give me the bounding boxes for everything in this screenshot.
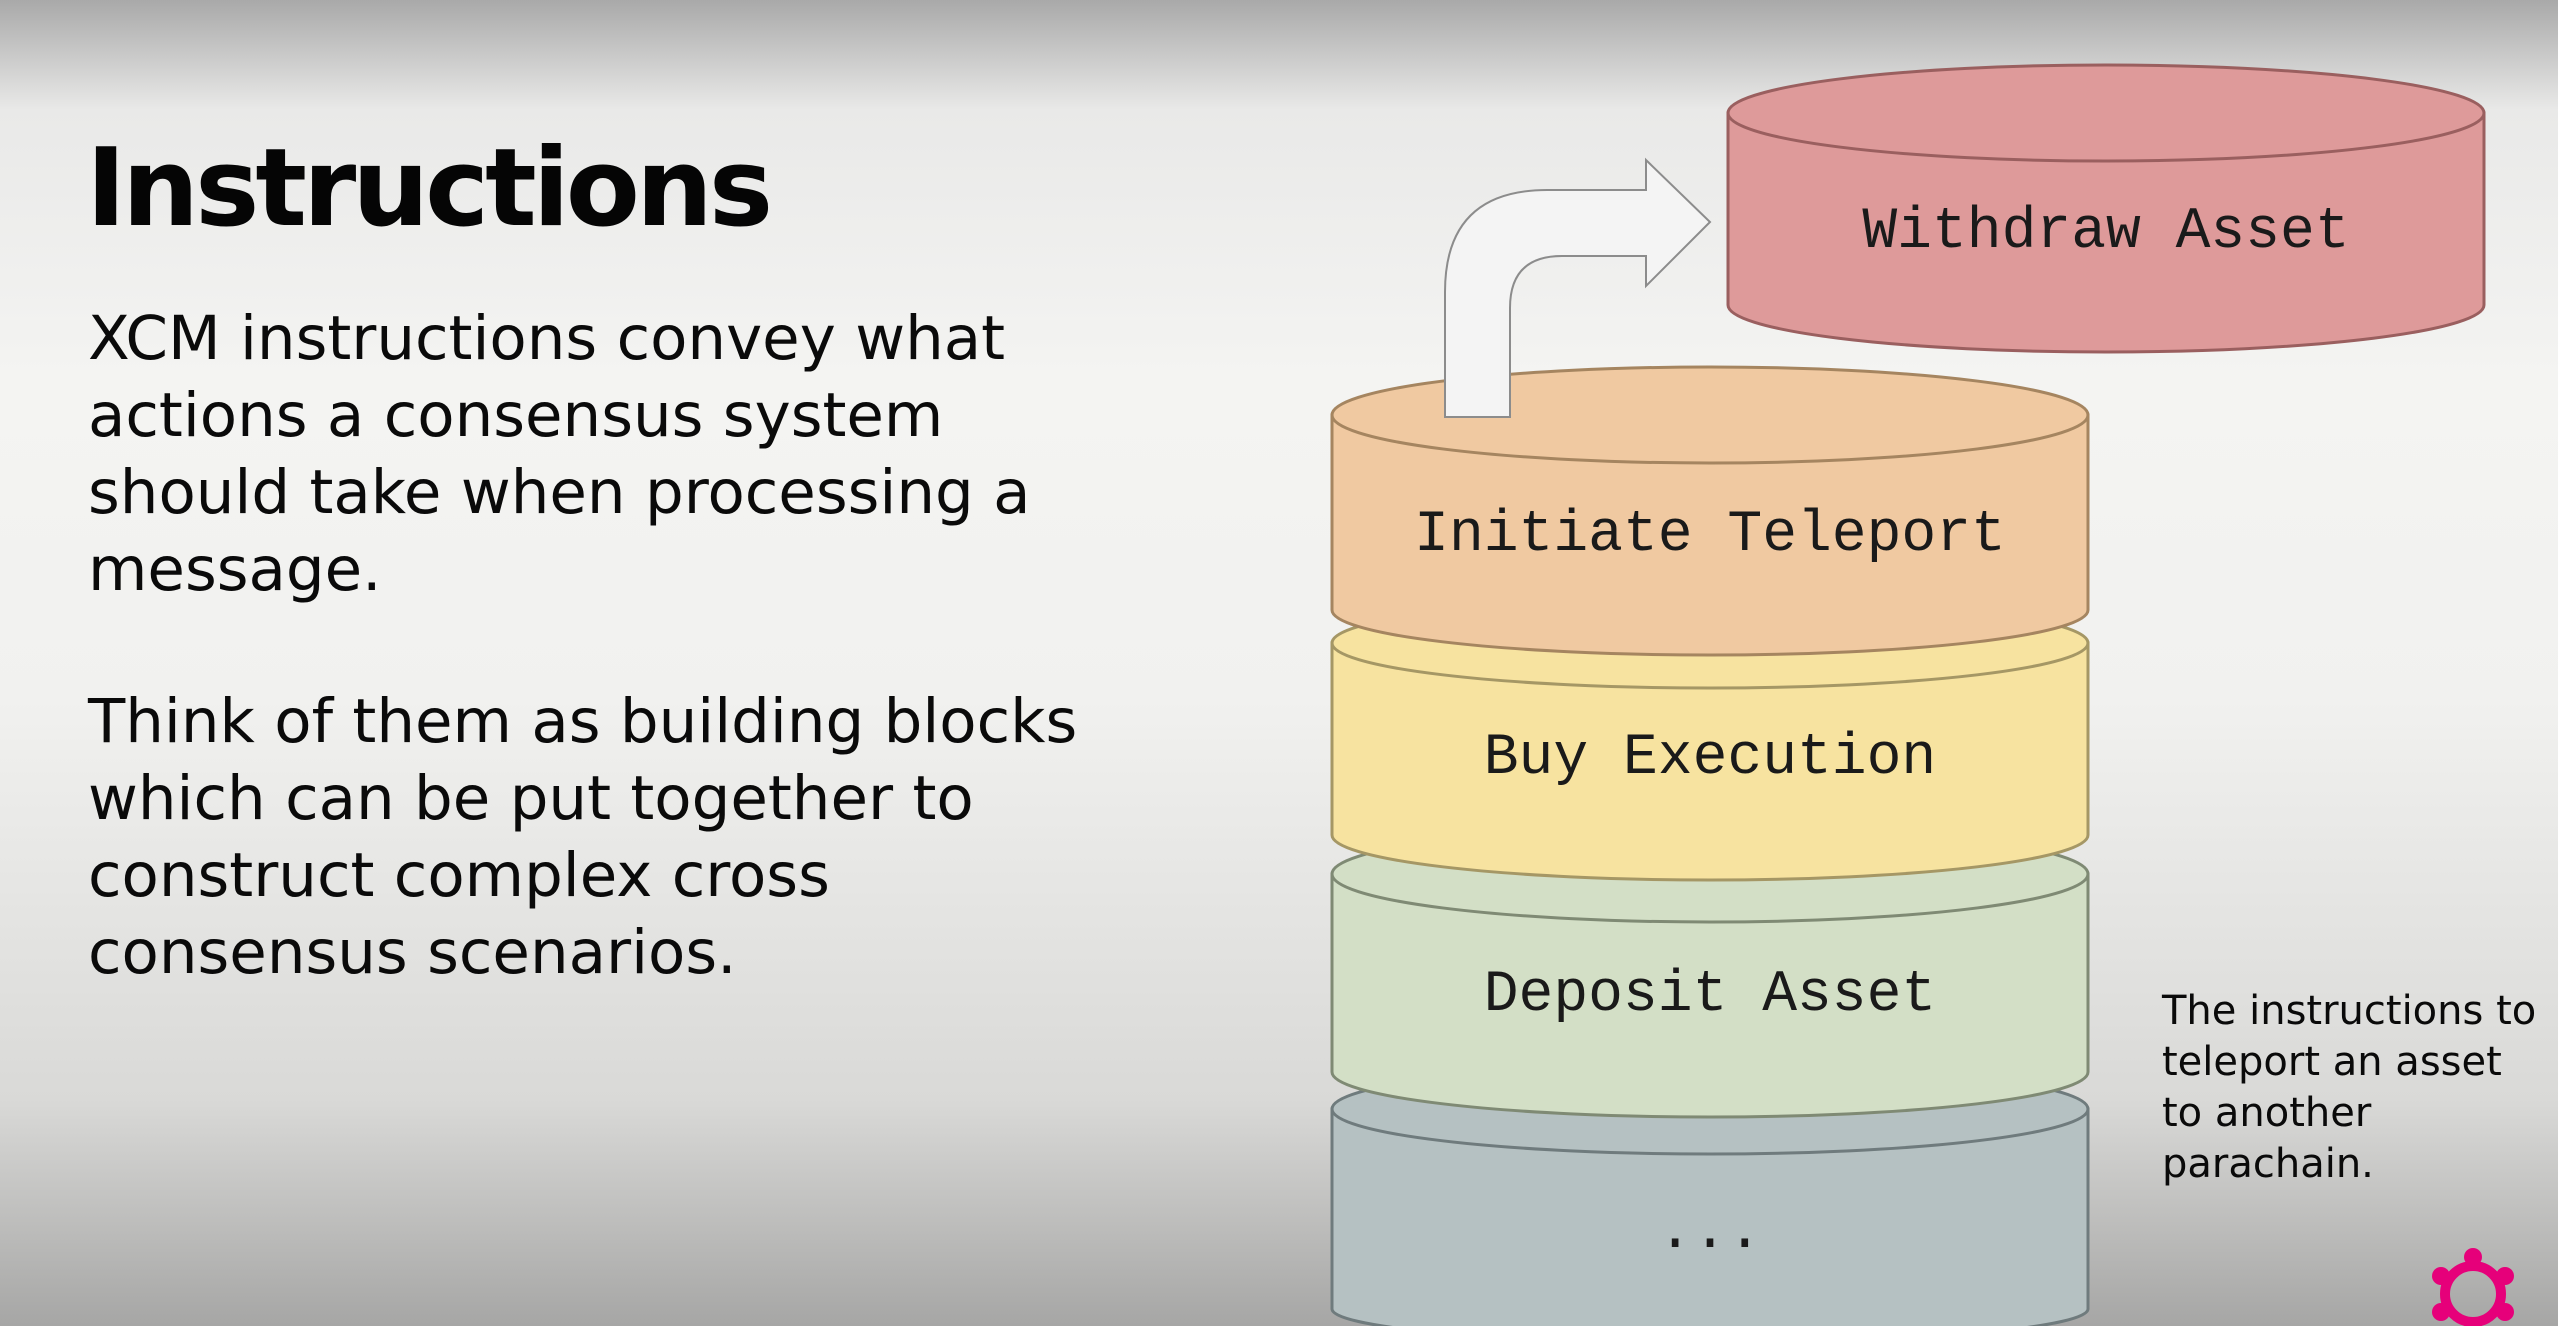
curved-arrow-icon [1444, 157, 1712, 418]
buy-execution-block-body [1330, 641, 2090, 882]
ellipsis-block-label: ... [1658, 1200, 1762, 1265]
withdraw-asset-block-top [1726, 63, 2486, 163]
polkadot-logo-icon [2432, 1248, 2514, 1326]
initiate-teleport-block-label: Initiate Teleport [1414, 503, 2006, 568]
building-blocks-paragraph: Think of them as building blocks which c… [88, 686, 1078, 988]
deposit-asset-block-body [1330, 872, 2090, 1119]
intro-paragraph: XCM instructions convey what actions a c… [88, 303, 1031, 605]
initiate-teleport-block: Initiate Teleport [1330, 365, 2090, 657]
initiate-teleport-block-body [1330, 413, 2090, 657]
buy-execution-block-label: Buy Execution [1484, 726, 1936, 791]
deposit-asset-block-label: Deposit Asset [1484, 963, 1936, 1028]
diagram-caption: The instructions to teleport an asset to… [2162, 988, 2537, 1187]
withdraw-asset-block: Withdraw Asset [1726, 63, 2486, 354]
slide-title: Instructions [86, 126, 773, 251]
initiate-teleport-block-top [1330, 365, 2090, 465]
ellipsis-block-body [1330, 1107, 2090, 1326]
withdraw-asset-block-label: Withdraw Asset [1862, 200, 2349, 265]
withdraw-asset-block-body [1726, 111, 2486, 354]
